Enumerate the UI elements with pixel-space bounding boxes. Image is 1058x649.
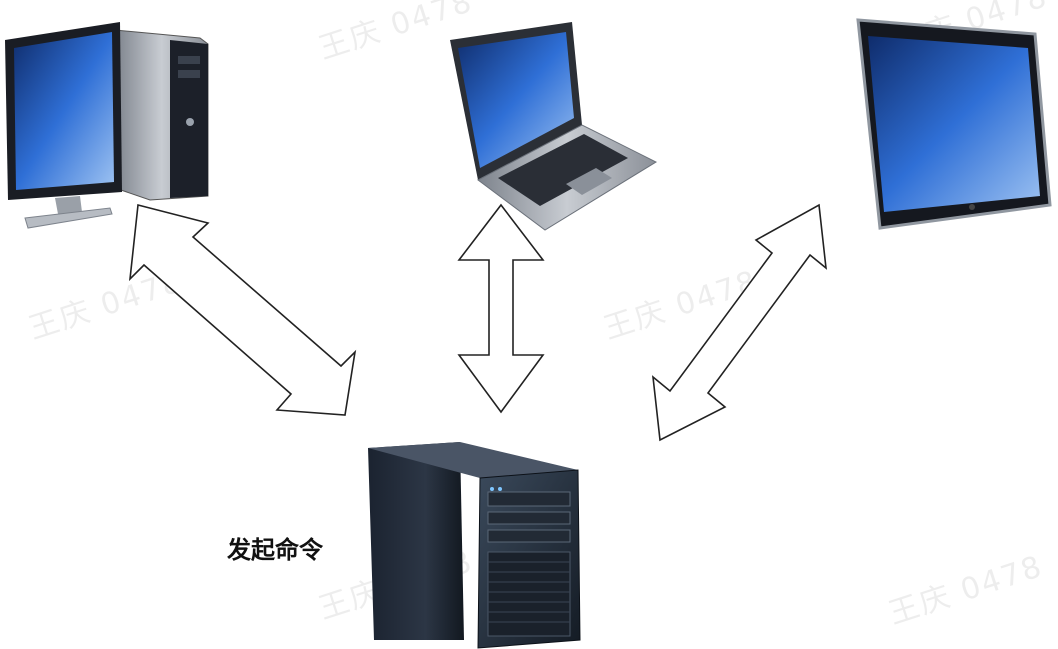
server-tower-icon: [368, 442, 581, 649]
tablet-server-arrow: [651, 203, 828, 442]
desktop-computer-icon: [5, 22, 209, 229]
laptop-icon: [450, 22, 658, 231]
server-label: 发起命令: [227, 536, 323, 564]
tablet-icon: [856, 18, 1052, 230]
laptop-server-arrow: [457, 203, 545, 414]
desktop-server-arrow: [128, 203, 357, 416]
